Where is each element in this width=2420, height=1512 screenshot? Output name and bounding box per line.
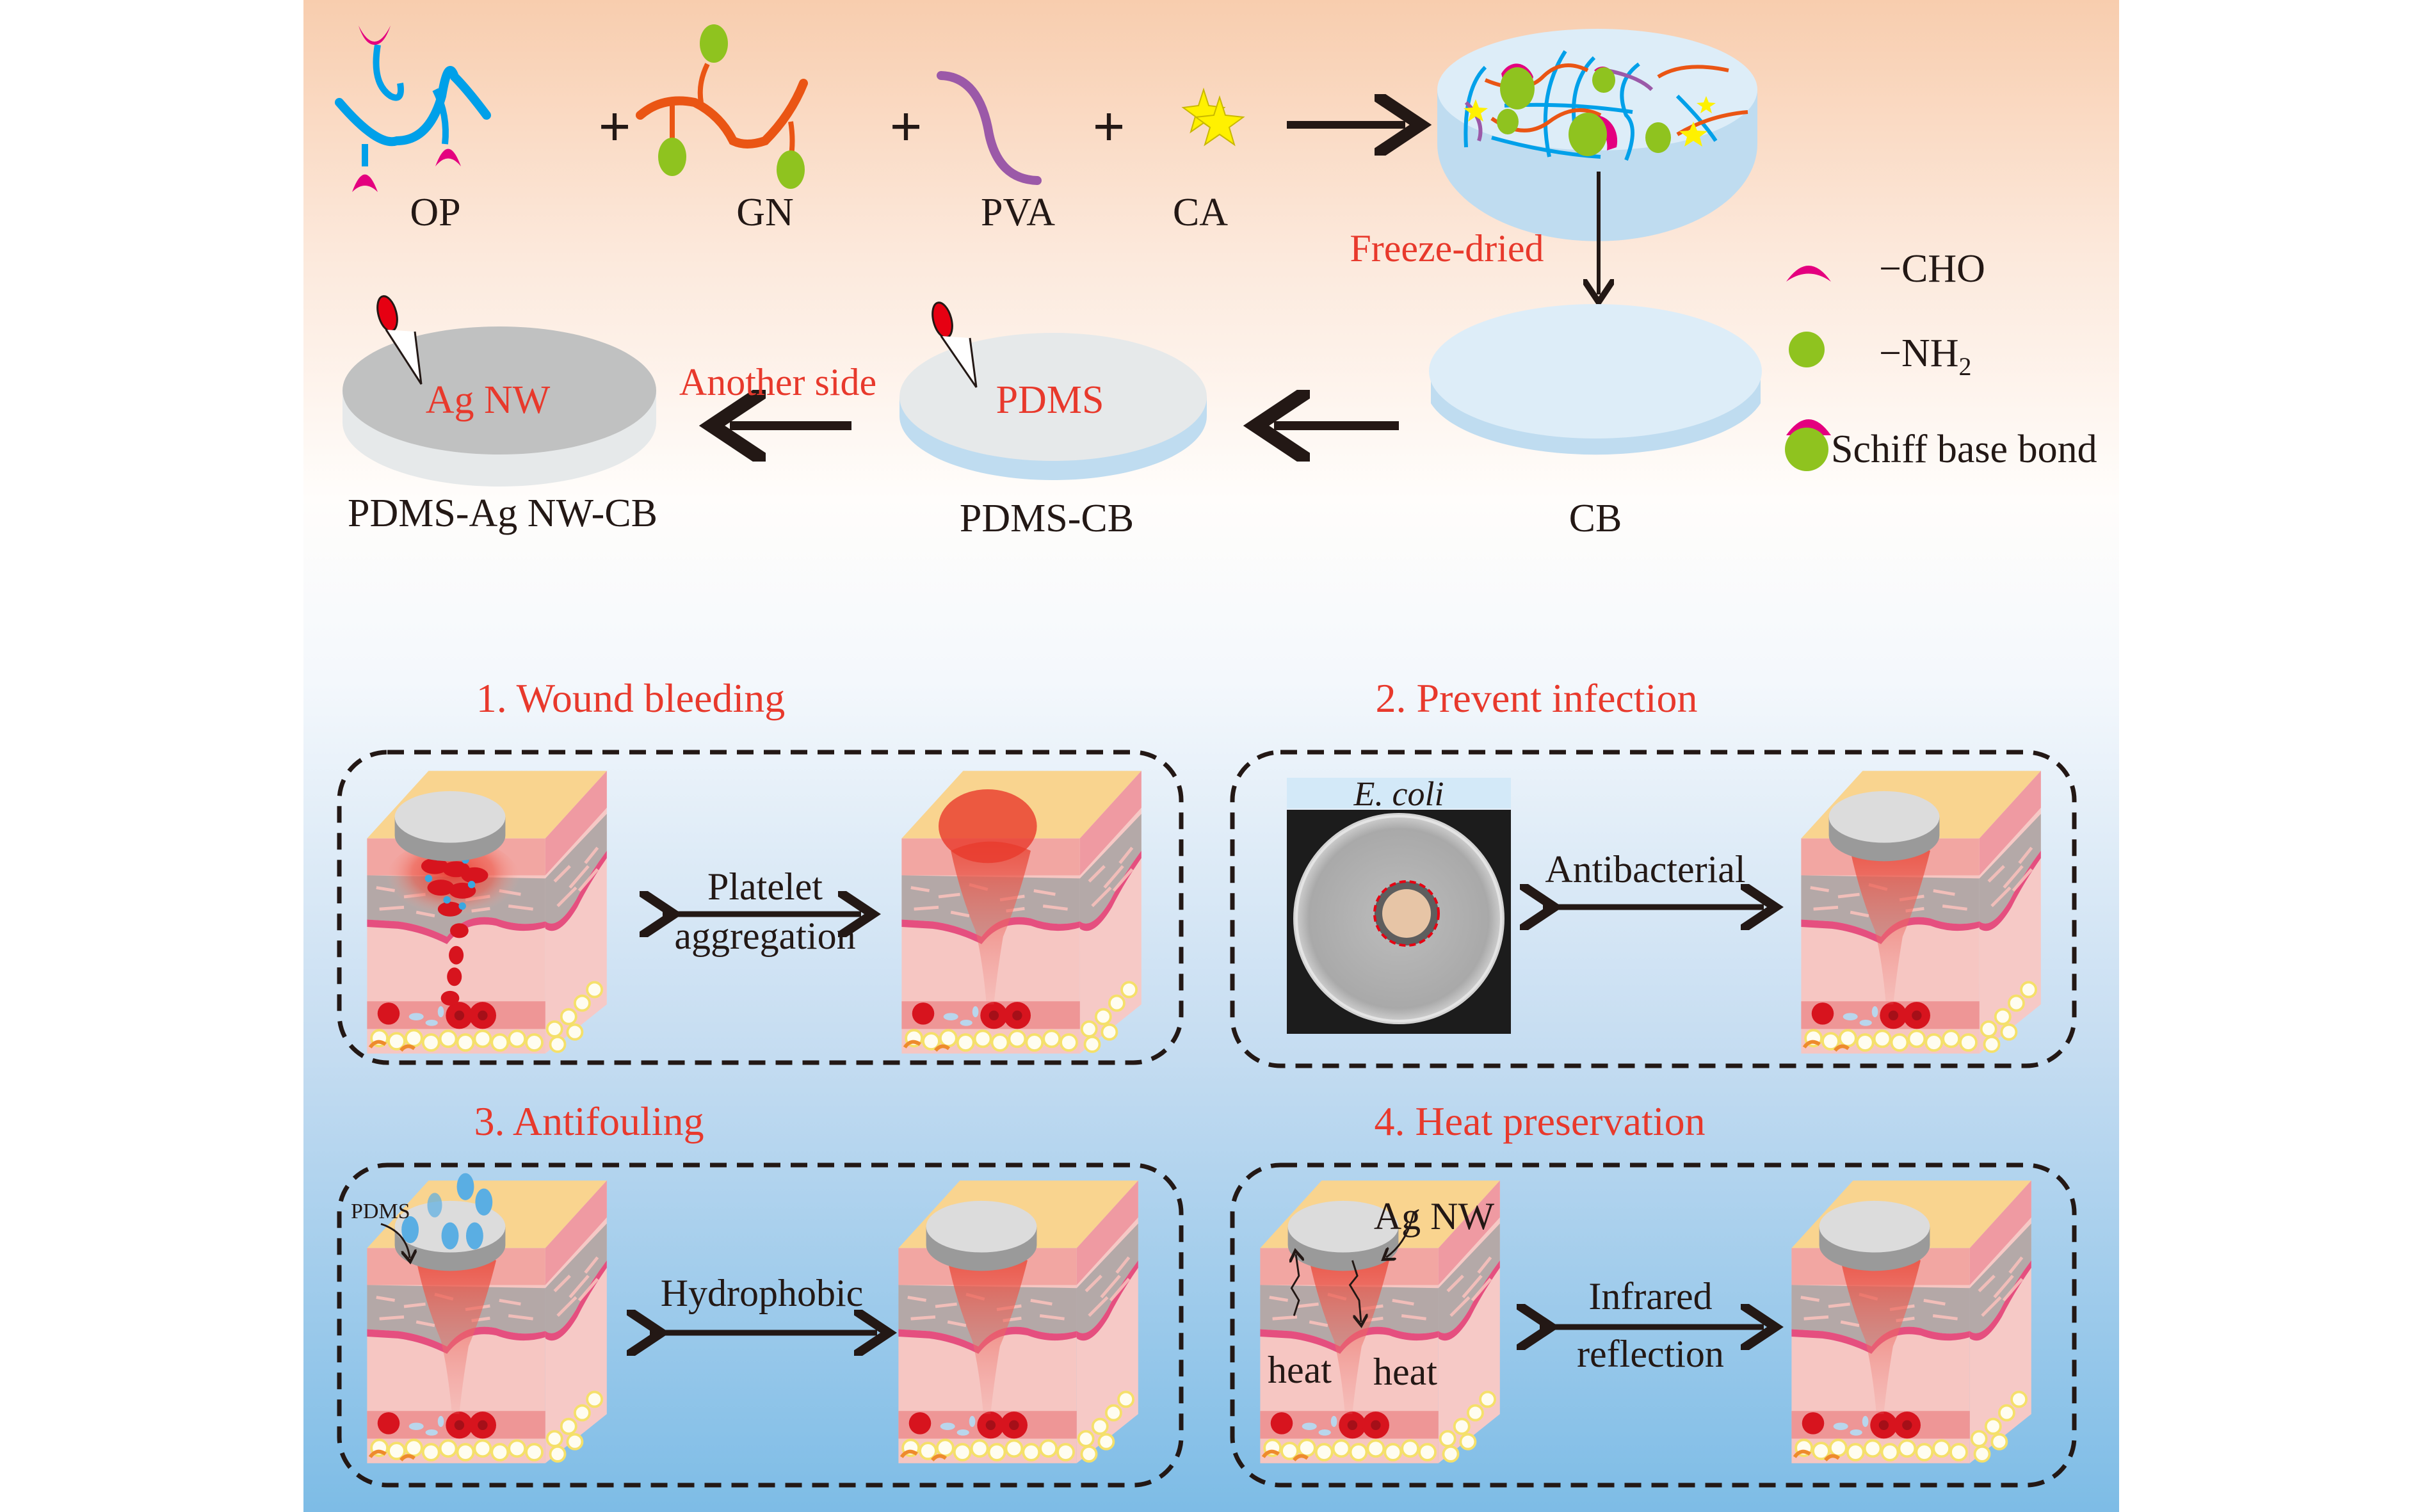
- skin-with-bleeding-wound: [367, 771, 606, 1054]
- legend-label-nh2: −NH2: [1879, 332, 1972, 381]
- pdms-callout-label: PDMS: [351, 1200, 410, 1223]
- skin-with-dressing: [1791, 1180, 2031, 1463]
- panel-title-prevent-infection: 2. Prevent infection: [1376, 675, 1698, 721]
- product-label-pdms-cb: PDMS-CB: [960, 497, 1134, 540]
- callout-arrow-icon: [1386, 1210, 1415, 1257]
- arrow-label-line: aggregation: [674, 915, 855, 957]
- pva-molecule-icon: [937, 71, 1042, 185]
- product-label-pdms-agnw-cb: PDMS-Ag NW-CB: [348, 492, 657, 535]
- panel-title-antifouling: 3. Antifouling: [474, 1098, 704, 1144]
- ca-star-icon: [1181, 87, 1245, 147]
- agnw-callout-label: Ag NW: [1374, 1195, 1495, 1237]
- legend: −CHO −NH2 Schiff base bond: [1785, 247, 2097, 471]
- component-label-ca: CA: [1173, 191, 1228, 234]
- gn-molecule-icon: [636, 24, 808, 189]
- pdms-agnw-cb-disk: [343, 295, 656, 487]
- freeze-dried-label: Freeze-dried: [1350, 227, 1544, 269]
- panel-frame: [1230, 1162, 2077, 1488]
- inhibition-zone-outline: [1373, 880, 1440, 947]
- skin-with-dressing: [1801, 771, 2040, 1054]
- heat-label: heat: [1373, 1351, 1437, 1393]
- heat-wave-arrow-icon: [1291, 1254, 1299, 1316]
- arrow-label-line: Infrared: [1588, 1275, 1712, 1317]
- legend-label-schiff-base: Schiff base bond: [1831, 428, 2097, 471]
- panel-frame: [337, 1162, 1184, 1488]
- plus-sign: +: [889, 95, 922, 159]
- dropper-icon: [932, 302, 978, 388]
- pdms-coating-label: PDMS: [996, 378, 1104, 422]
- heat-wave-arrow-icon: [1348, 1260, 1361, 1322]
- aldehyde-crescent-icon: [1786, 266, 1831, 282]
- ecoli-petri-dish-photo: E. coli: [1287, 775, 1511, 1034]
- heat-label: heat: [1268, 1349, 1332, 1391]
- arrow-label-line: Antibacterial: [1545, 848, 1745, 890]
- panel-title-wound-bleeding: 1. Wound bleeding: [476, 675, 786, 721]
- dropper-icon: [376, 295, 423, 385]
- skin-with-dressing: [898, 1180, 1138, 1463]
- component-label-op: OP: [410, 191, 460, 234]
- agnw-coating-label: Ag NW: [426, 378, 551, 422]
- photo-label-ecoli: E. coli: [1353, 775, 1444, 813]
- pdms-cb-disk: [899, 302, 1207, 480]
- another-side-label: Another side: [679, 361, 876, 403]
- skin-with-agnw-dressing: [1260, 1180, 1499, 1463]
- product-label-cb: CB: [1569, 497, 1622, 540]
- cb-disk: [1429, 304, 1762, 455]
- hydrogel-network-disk: [1437, 29, 1757, 241]
- skin-with-hydrophobic-dressing: [367, 1173, 606, 1463]
- skin-with-clotted-wound: [901, 771, 1141, 1054]
- arrow-label-line: Hydrophobic: [661, 1272, 864, 1314]
- component-label-gn: GN: [736, 191, 794, 234]
- callout-arrow-icon: [380, 1223, 410, 1258]
- schiff-base-icon: [1785, 419, 1831, 471]
- panel-frame: [1230, 750, 2077, 1068]
- amine-circle-icon: [1789, 332, 1825, 367]
- panel-frame: [337, 750, 1184, 1065]
- panel-title-heat-preservation: 4. Heat preservation: [1374, 1098, 1705, 1144]
- component-label-pva: PVA: [981, 191, 1055, 234]
- arrow-label-line: reflection: [1577, 1333, 1724, 1375]
- plus-sign: +: [598, 95, 631, 159]
- arrow-label-line: Platelet: [707, 865, 823, 908]
- legend-label-cho: −CHO: [1879, 247, 1985, 291]
- water-droplet-icon: [401, 1173, 493, 1250]
- plus-sign: +: [1092, 95, 1125, 159]
- op-molecule-icon: [335, 26, 491, 192]
